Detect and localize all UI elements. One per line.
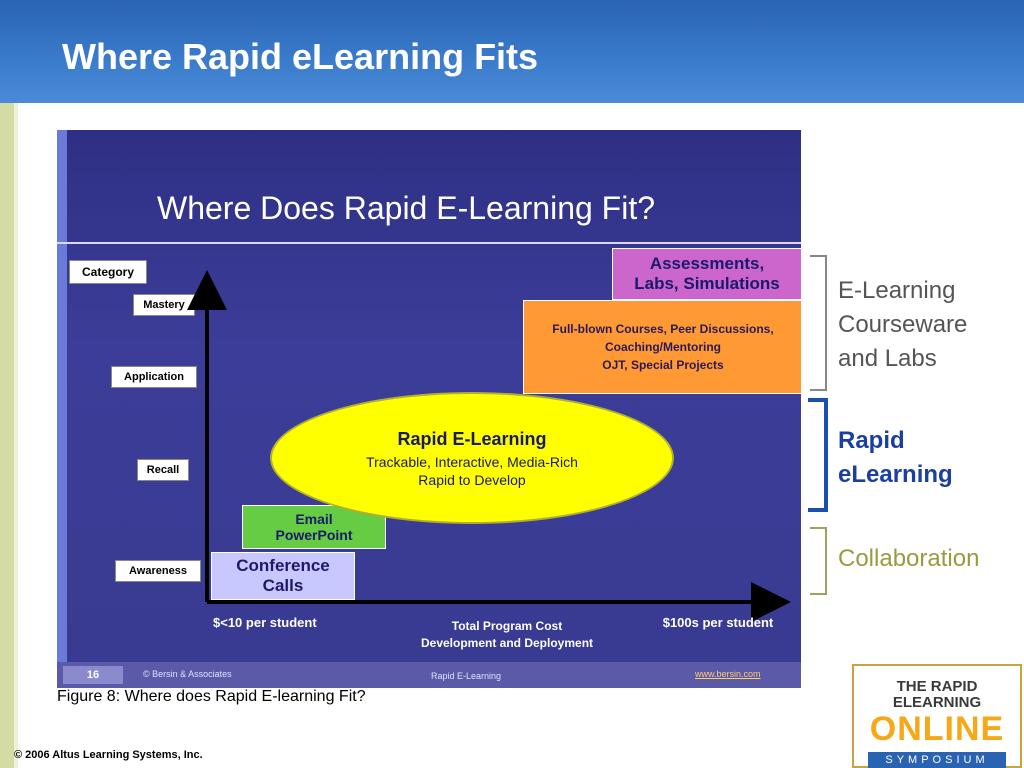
rapid-label-line1: Rapid [838, 427, 905, 454]
footer-url[interactable]: www.bersin.com [695, 669, 761, 679]
rapid-line2: Trackable, Interactive, Media-Rich [366, 453, 578, 470]
x-axis-title-line2: Development and Deployment [420, 636, 594, 650]
x-axis-low-label: $<10 per student [213, 615, 317, 630]
assessments-line1: Assessments, [649, 254, 765, 273]
slide-left-border [57, 130, 67, 688]
figure-caption: Figure 8: Where does Rapid E-learning Fi… [57, 688, 366, 705]
courseware-line3: and Labs [838, 345, 937, 372]
rapid-title: Rapid E-Learning [397, 428, 547, 449]
courseware-line1: E-Learning [838, 277, 956, 304]
email-line1: Email [295, 511, 333, 527]
full-blown-line1: Full-blown Courses, Peer Discussions, [552, 322, 774, 336]
footer-credit: © Bersin & Associates [143, 669, 232, 679]
embedded-slide: Where Does Rapid E-Learning Fit? Categor… [57, 130, 801, 688]
page-title: Where Rapid eLearning Fits [62, 36, 539, 77]
slide-number: 16 [63, 666, 123, 684]
assessments-box: Assessments, Labs, Simulations [612, 248, 801, 300]
logo-line1: THE RAPID [896, 678, 978, 695]
level-application: Application [111, 366, 197, 388]
email-line2: PowerPoint [275, 527, 353, 543]
full-blown-box: Full-blown Courses, Peer Discussions, Co… [523, 300, 801, 394]
rapid-elearning-ellipse: Rapid E-Learning Trackable, Interactive,… [270, 392, 674, 524]
left-accent-strip-inner [14, 103, 18, 768]
category-label: Category [69, 260, 147, 284]
conference-line2: Calls [262, 576, 304, 595]
label-collaboration: Collaboration [838, 545, 980, 572]
slide-title-rule [57, 242, 801, 244]
conference-line1: Conference [236, 556, 330, 575]
label-courseware: E-Learning Courseware and Labs [838, 274, 967, 376]
bracket-rapid-icon [808, 398, 828, 512]
footer-center: Rapid E-Learning [431, 671, 502, 681]
slide-footer-bar [57, 662, 801, 688]
conference-box: Conference Calls [211, 552, 355, 600]
rapid-line3: Rapid to Develop [418, 471, 526, 488]
bracket-collaboration-icon [810, 527, 827, 595]
label-rapid-elearning: Rapid eLearning [838, 424, 953, 492]
header-bar: Where Rapid eLearning Fits [0, 0, 1024, 103]
logo-line3: ONLINE [869, 710, 1005, 748]
x-axis-high-label: $100s per student [662, 615, 774, 630]
bracket-courseware-icon [810, 255, 827, 391]
logo-line4: SYMPOSIUM [868, 752, 1006, 768]
left-accent-strip [0, 103, 14, 768]
rapid-label-line2: eLearning [838, 461, 953, 488]
courseware-line2: Courseware [838, 311, 968, 338]
logo-line2: ELEARNING [892, 694, 982, 711]
full-blown-line2: Coaching/Mentoring [605, 340, 721, 354]
symposium-logo: THE RAPID ELEARNING ONLINE SYMPOSIUM [852, 664, 1022, 768]
assessments-line2: Labs, Simulations [634, 274, 780, 293]
level-recall: Recall [137, 459, 189, 481]
copyright: © 2006 Altus Learning Systems, Inc. [14, 749, 203, 761]
level-mastery: Mastery [133, 294, 195, 316]
axes [187, 270, 791, 622]
x-axis-title-line1: Total Program Cost [451, 619, 563, 633]
full-blown-line3: OJT, Special Projects [602, 358, 724, 372]
slide-title: Where Does Rapid E-Learning Fit? [157, 190, 656, 226]
level-awareness: Awareness [115, 560, 201, 582]
